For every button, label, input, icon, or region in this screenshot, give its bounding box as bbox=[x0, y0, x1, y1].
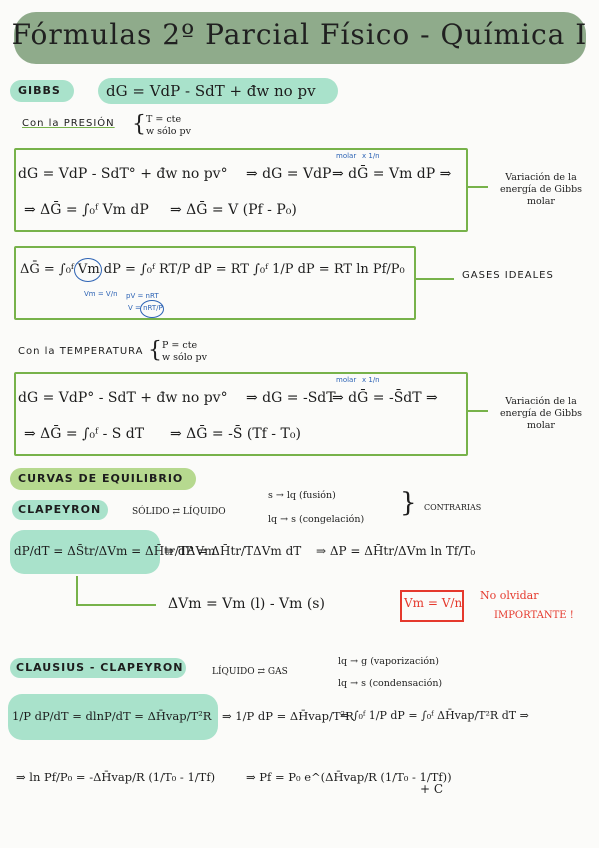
clapeyron-label-highlight bbox=[12, 500, 108, 520]
curves-label-highlight bbox=[10, 468, 196, 490]
gibbs-eq-highlight bbox=[98, 78, 338, 104]
pressure-line-1c: ⇒ dḠ = Vm dP ⇒ bbox=[332, 166, 452, 182]
ideal-note-2: pV = nRT bbox=[126, 292, 159, 300]
clapeyron-phases: SÓLIDO ⇄ LÍQUIDO bbox=[132, 507, 226, 517]
temperature-box bbox=[14, 372, 468, 456]
clapeyron-eq-lhs: dP/dT = ΔS̄tr/ΔVm = ΔH̄tr/TΔVm bbox=[14, 544, 216, 558]
pressure-label: Con la PRESIÓN bbox=[22, 118, 115, 129]
temperature-line-2a: ⇒ ΔḠ = ∫₀ᶠ - S dT bbox=[24, 426, 145, 442]
delta-vm-equation: ΔVm = Vm (l) - Vm (s) bbox=[168, 596, 325, 612]
contrarias-label: CONTRARIAS bbox=[424, 503, 482, 512]
pressure-brace: { bbox=[132, 112, 146, 137]
clausius-phases: LÍQUIDO ⇄ GAS bbox=[212, 667, 288, 677]
clausius-eq-mid: ⇒ 1/P dP = ΔH̄vap/T²R bbox=[222, 709, 354, 723]
temperature-molar-note: molar bbox=[336, 376, 357, 384]
vm-boxed bbox=[400, 590, 464, 622]
temperature-line-1b: ⇒ dG = -SdT bbox=[246, 390, 336, 406]
clausius-label-highlight bbox=[10, 658, 186, 678]
pressure-fraction-note: x 1/n bbox=[362, 152, 380, 160]
clapeyron-eq-mid: ⇒ dP = ΔH̄tr/TΔVm dT bbox=[164, 544, 302, 558]
clausius-eq-rhs: ⇒ ∫₀ᶠ 1/P dP = ∫₀ᶠ ΔH̄vap/T²R dT ⇒ bbox=[340, 709, 529, 722]
clapeyron-eq-rhs: ⇒ ΔP = ΔH̄tr/ΔVm ln Tf/T₀ bbox=[316, 544, 476, 558]
clausius-last-a: ⇒ ln Pf/P₀ = -ΔH̄vap/R (1/T₀ - 1/Tf) bbox=[16, 770, 216, 784]
pressure-molar-note: molar bbox=[336, 152, 357, 160]
pressure-line-2a: ⇒ ΔḠ = ∫₀ᶠ Vm dP bbox=[24, 202, 149, 218]
pressure-cond-1: T = cte bbox=[146, 114, 182, 125]
gibbs-label: GIBBS bbox=[18, 84, 61, 97]
rt-p-circle bbox=[140, 300, 164, 318]
clausius-eq-highlight bbox=[8, 694, 218, 740]
clausius-last-c: + C bbox=[420, 782, 444, 796]
clapeyron-eq-highlight bbox=[10, 530, 160, 574]
pressure-line-1b: ⇒ dG = VdP bbox=[246, 166, 332, 182]
clausius-last-b: ⇒ Pf = P₀ e^(ΔH̄vap/R (1/T₀ - 1/Tf)) bbox=[246, 770, 452, 784]
clausius-eq-lhs: 1/P dP/dT = dlnP/dT = ΔH̄vap/T²R bbox=[12, 709, 212, 723]
pressure-box bbox=[14, 148, 468, 232]
clapeyron-transition-2: lq → s (congelación) bbox=[268, 514, 365, 525]
pressure-line-2b: ⇒ ΔḠ = V (Pf - P₀) bbox=[170, 202, 297, 218]
vm-circle bbox=[74, 258, 102, 282]
temperature-connector bbox=[466, 410, 488, 412]
gibbs-label-highlight bbox=[10, 80, 74, 102]
ideal-note-1: Vm = V/n bbox=[84, 290, 118, 298]
clapeyron-transition-1: s → lq (fusión) bbox=[268, 490, 336, 501]
dvm-connector-vertical bbox=[76, 576, 78, 604]
temperature-line-1c: ⇒ dḠ = -S̄dT ⇒ bbox=[332, 390, 438, 406]
gibbs-equation: dG = VdP - SdT + đw no pv bbox=[106, 82, 316, 100]
temperature-cond-1: P = cte bbox=[162, 340, 198, 351]
temperature-side-note: Variación de la energía de Gibbs molar bbox=[499, 396, 583, 431]
pressure-line-1a: dG = VdP - SdT° + đw no pv° bbox=[18, 166, 228, 182]
clausius-label: CLAUSIUS - CLAPEYRON bbox=[16, 661, 184, 674]
temperature-cond-2: w sólo pv bbox=[162, 352, 207, 363]
temperature-fraction-note: x 1/n bbox=[362, 376, 380, 384]
contrarias-brace: } bbox=[400, 488, 417, 518]
page-title: Fórmulas 2º Parcial Físico - Química I bbox=[11, 18, 588, 51]
temperature-line-2b: ⇒ ΔḠ = -S̄ (Tf - T₀) bbox=[170, 426, 301, 442]
clausius-transition-1: lq → g (vaporización) bbox=[338, 656, 439, 667]
temperature-brace: { bbox=[148, 338, 162, 363]
clausius-transition-2: lq → s (condensación) bbox=[338, 678, 443, 689]
pressure-cond-2: w sólo pv bbox=[146, 126, 191, 137]
title-banner bbox=[14, 12, 586, 64]
ideal-gas-box bbox=[14, 246, 416, 320]
curves-label: CURVAS DE EQUILIBRIO bbox=[18, 472, 184, 485]
dvm-connector-horizontal bbox=[76, 604, 156, 606]
temperature-line-1a: dG = VdP° - SdT + đw no pv° bbox=[18, 390, 228, 406]
ideal-gas-label: GASES IDEALES bbox=[462, 270, 554, 281]
ideal-gas-equation: ΔḠ = ∫₀ᶠ Vm dP = ∫₀ᶠ RT/P dP = RT ∫₀ᶠ 1/… bbox=[20, 262, 405, 277]
pressure-connector bbox=[466, 186, 488, 188]
pressure-side-note: Variación de la energía de Gibbs molar bbox=[499, 172, 583, 207]
temperature-label: Con la TEMPERATURA bbox=[18, 346, 144, 357]
warning-line-2: IMPORTANTE ! bbox=[494, 610, 574, 621]
vm-boxed-formula: Vm = V/n bbox=[404, 596, 463, 610]
warning-line-1: No olvidar bbox=[480, 589, 539, 602]
ideal-connector bbox=[414, 278, 454, 280]
clapeyron-label: CLAPEYRON bbox=[18, 503, 102, 516]
